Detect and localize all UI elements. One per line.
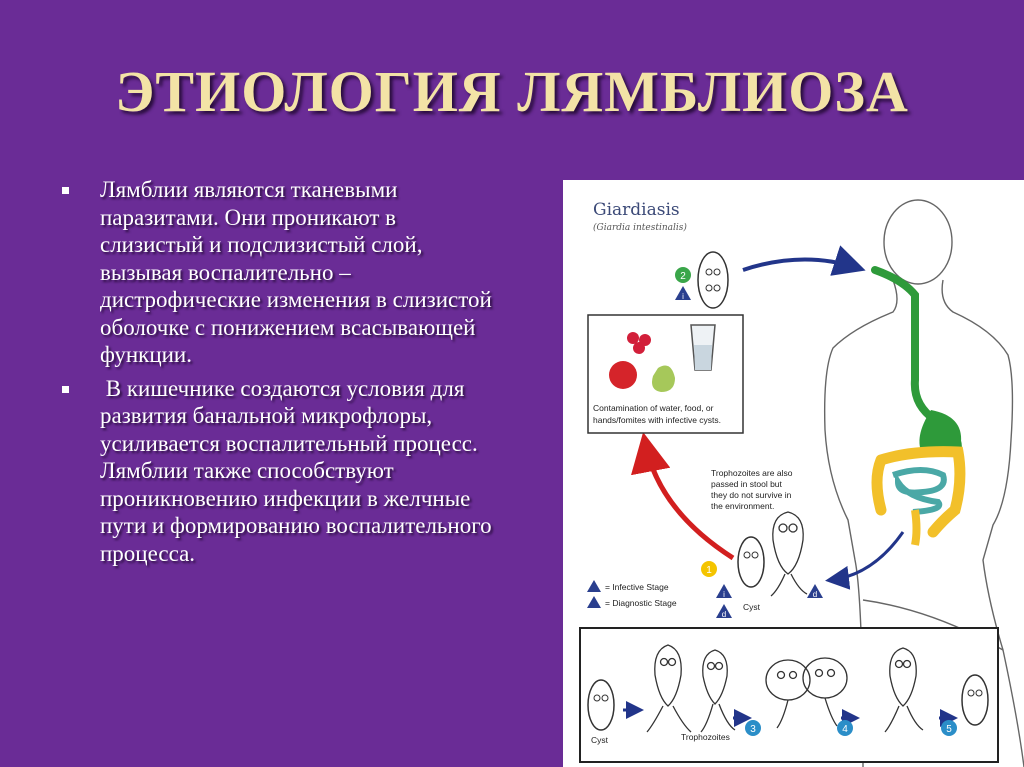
trophozoite-note: Trophozoites are also bbox=[711, 468, 793, 478]
bullet-list: Лямблии являются тканевыми паразитами. О… bbox=[62, 176, 502, 573]
infective-stage-badge: i bbox=[675, 286, 691, 301]
fruit-icon bbox=[609, 332, 675, 392]
svg-text:5: 5 bbox=[946, 724, 952, 735]
svg-text:d: d bbox=[813, 590, 817, 599]
slide-title: ЭТИОЛОГИЯ ЛЯМБЛИОЗА bbox=[115, 59, 909, 124]
digestive-tract bbox=[871, 266, 966, 546]
bullet-item: В кишечнике создаются условия для развит… bbox=[62, 375, 502, 568]
square-bullet-icon bbox=[62, 187, 69, 194]
trophozoite-icon bbox=[646, 644, 692, 733]
svg-text:= Diagnostic Stage: = Diagnostic Stage bbox=[605, 598, 677, 608]
svg-text:i: i bbox=[682, 292, 684, 301]
cyst-icon bbox=[697, 251, 729, 309]
red-arrow-up bbox=[631, 432, 735, 561]
trophozoites-label: Trophozoites bbox=[681, 732, 730, 742]
figure-title: Giardiasis bbox=[593, 200, 680, 220]
bottom-cyst-icon bbox=[961, 674, 989, 726]
trophozoite-icon bbox=[770, 511, 808, 597]
diagnostic-stage-badge: d bbox=[716, 604, 732, 619]
bullet-item: Лямблии являются тканевыми паразитами. О… bbox=[62, 176, 502, 369]
cyst-label: Cyst bbox=[591, 735, 609, 745]
dividing-trophozoite-icon bbox=[765, 657, 848, 729]
step-5-badge: 5 bbox=[941, 720, 957, 736]
svg-text:2: 2 bbox=[680, 271, 686, 282]
contamination-text: hands/fomites with infective cysts. bbox=[593, 415, 721, 425]
legend: = Infective Stage = Diagnostic Stage bbox=[587, 580, 677, 608]
bullet-text: В кишечнике создаются условия для развит… bbox=[100, 375, 498, 566]
square-bullet-icon bbox=[62, 385, 69, 393]
bottom-cyst-icon bbox=[587, 679, 615, 731]
svg-text:4: 4 bbox=[842, 724, 848, 735]
step-3-badge: 3 bbox=[745, 720, 761, 736]
contamination-text: Contamination of water, food, or bbox=[593, 403, 714, 413]
step-2-badge: 2 bbox=[675, 267, 691, 283]
trophozoite-note: they do not survive in bbox=[711, 490, 792, 500]
svg-text:1: 1 bbox=[706, 565, 712, 576]
svg-text:d: d bbox=[722, 610, 726, 619]
diagnostic-stage-badge: d bbox=[807, 584, 823, 599]
cyst-label: Cyst bbox=[743, 602, 761, 612]
giardiasis-life-cycle-figure: Giardiasis (Giardia intestinalis) bbox=[563, 180, 1024, 767]
water-glass-icon bbox=[690, 324, 716, 371]
trophozoite-note: the environment. bbox=[711, 501, 774, 511]
figure-subtitle: (Giardia intestinalis) bbox=[593, 222, 687, 233]
arrow-to-stool bbox=[825, 531, 905, 590]
trophozoite-note: passed in stool but bbox=[711, 479, 783, 489]
trophozoite-icon bbox=[884, 647, 924, 733]
life-cycle-diagram: Giardiasis (Giardia intestinalis) bbox=[579, 199, 1024, 767]
step-4-badge: 4 bbox=[837, 720, 853, 736]
bottom-stages-panel bbox=[579, 627, 999, 763]
svg-text:= Infective Stage: = Infective Stage bbox=[605, 582, 669, 592]
stool-cyst-icon bbox=[737, 536, 765, 588]
step-1-badge: 1 bbox=[701, 561, 717, 577]
svg-text:3: 3 bbox=[750, 724, 756, 735]
trophozoite-icon bbox=[700, 649, 736, 733]
svg-text:i: i bbox=[723, 590, 725, 599]
arrow-to-mouth bbox=[742, 245, 866, 276]
bullet-text: Лямблии являются тканевыми паразитами. О… bbox=[100, 177, 492, 367]
infective-stage-badge: i bbox=[716, 584, 732, 599]
